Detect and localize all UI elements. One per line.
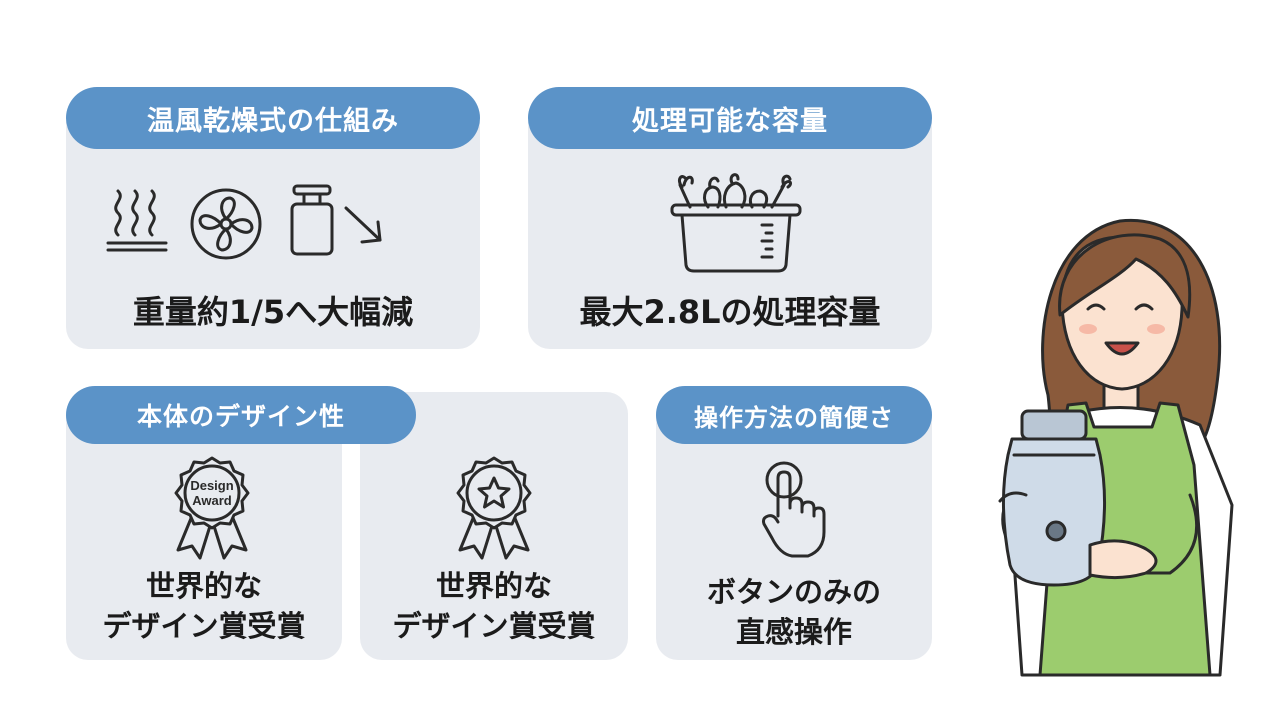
capacity-caption: 最大2.8Lの処理容量 (579, 293, 881, 331)
design-caption-left-line1: 世界的な (145, 569, 262, 603)
design-card-header: 本体のデザイン性 (66, 386, 416, 444)
drying-caption: 重量約1/5へ大幅減 (132, 293, 414, 331)
tap-finger-icon (758, 458, 830, 566)
design-caption-right-line2: デザイン賞受賞 (392, 609, 596, 643)
award-badge-text-design: Design (190, 478, 233, 493)
weight-arrow-icon (288, 182, 392, 266)
operation-caption-line1: ボタンのみの (706, 575, 881, 609)
fan-icon (188, 186, 264, 266)
star-award-badge-icon (452, 454, 536, 568)
award-badge-text-award: Award (192, 493, 232, 508)
capacity-card-header: 処理可能な容量 (528, 87, 932, 149)
design-caption-left-line2: デザイン賞受賞 (102, 609, 306, 643)
woman-with-device-illustration (970, 205, 1260, 679)
design-caption-right: 世界的な デザイン賞受賞 (360, 566, 628, 646)
design-caption-left: 世界的な デザイン賞受賞 (66, 566, 342, 646)
design-caption-right-line1: 世界的な (435, 569, 552, 603)
vegetable-basket-icon (668, 165, 804, 281)
operation-caption: ボタンのみの 直感操作 (656, 572, 932, 652)
heat-waves-icon (100, 185, 172, 259)
design-award-badge-icon: Design Award (170, 454, 254, 568)
operation-card-header: 操作方法の簡便さ (656, 386, 932, 444)
operation-caption-line2: 直感操作 (735, 615, 852, 649)
drying-card-header: 温風乾燥式の仕組み (66, 87, 480, 149)
